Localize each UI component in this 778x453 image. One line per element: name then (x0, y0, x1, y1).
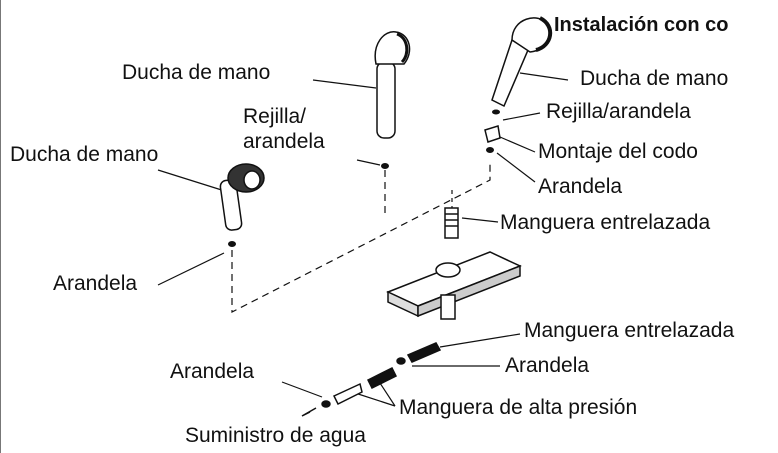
leader-line (461, 217, 499, 223)
label-elbow-assembly: Montaje del codo (538, 140, 698, 163)
leader-line (496, 152, 536, 183)
label-screen-washer-right: Rejilla/arandela (546, 100, 691, 123)
washer-right (486, 147, 494, 153)
handshower-right (491, 16, 552, 108)
washer-left (228, 241, 236, 247)
label-washer-bottom-left: Arandela (170, 360, 255, 383)
label-washer-right: Arandela (538, 175, 623, 198)
handshower-left (219, 163, 265, 231)
frame-edge (0, 0, 1, 453)
handshower-middle (374, 31, 411, 139)
label-braided-hose-bottom: Manguera entrelazada (524, 319, 735, 342)
assembly-path (231, 160, 491, 313)
leader-line (312, 79, 377, 89)
label-braided-hose-top: Manguera entrelazada (500, 211, 711, 234)
label-handshower-right: Ducha de mano (580, 67, 729, 90)
leader-line (502, 112, 541, 121)
label-handshower-left: Ducha de mano (10, 143, 159, 166)
leader-line (499, 136, 536, 153)
label-screen-washer-middle-1: Rejilla/ (243, 105, 307, 128)
lower-hose-assembly (301, 342, 442, 417)
label-screen-washer-middle-2: arandela (243, 130, 325, 153)
label-washer-bottom-right: Arandela (505, 354, 590, 377)
screen-washer-right (492, 109, 500, 115)
leader-line (351, 391, 396, 407)
diagram-title: Instalación con co (554, 14, 729, 36)
leader-line (439, 333, 521, 348)
label-high-pressure-hose: Manguera de alta presión (399, 396, 638, 419)
leader-line (519, 72, 569, 81)
leader-line (157, 252, 225, 286)
label-washer-left: Arandela (53, 272, 138, 295)
label-handshower-middle: Ducha de mano (122, 61, 271, 84)
deck-plate (386, 251, 522, 320)
label-water-supply: Suministro de agua (185, 424, 366, 447)
elbow-assembly (484, 125, 501, 143)
braided-hose-top (444, 207, 459, 239)
leader-line (157, 169, 229, 193)
leader-line (356, 159, 381, 166)
screen-washer-middle (381, 163, 389, 169)
leader-line (281, 381, 323, 398)
